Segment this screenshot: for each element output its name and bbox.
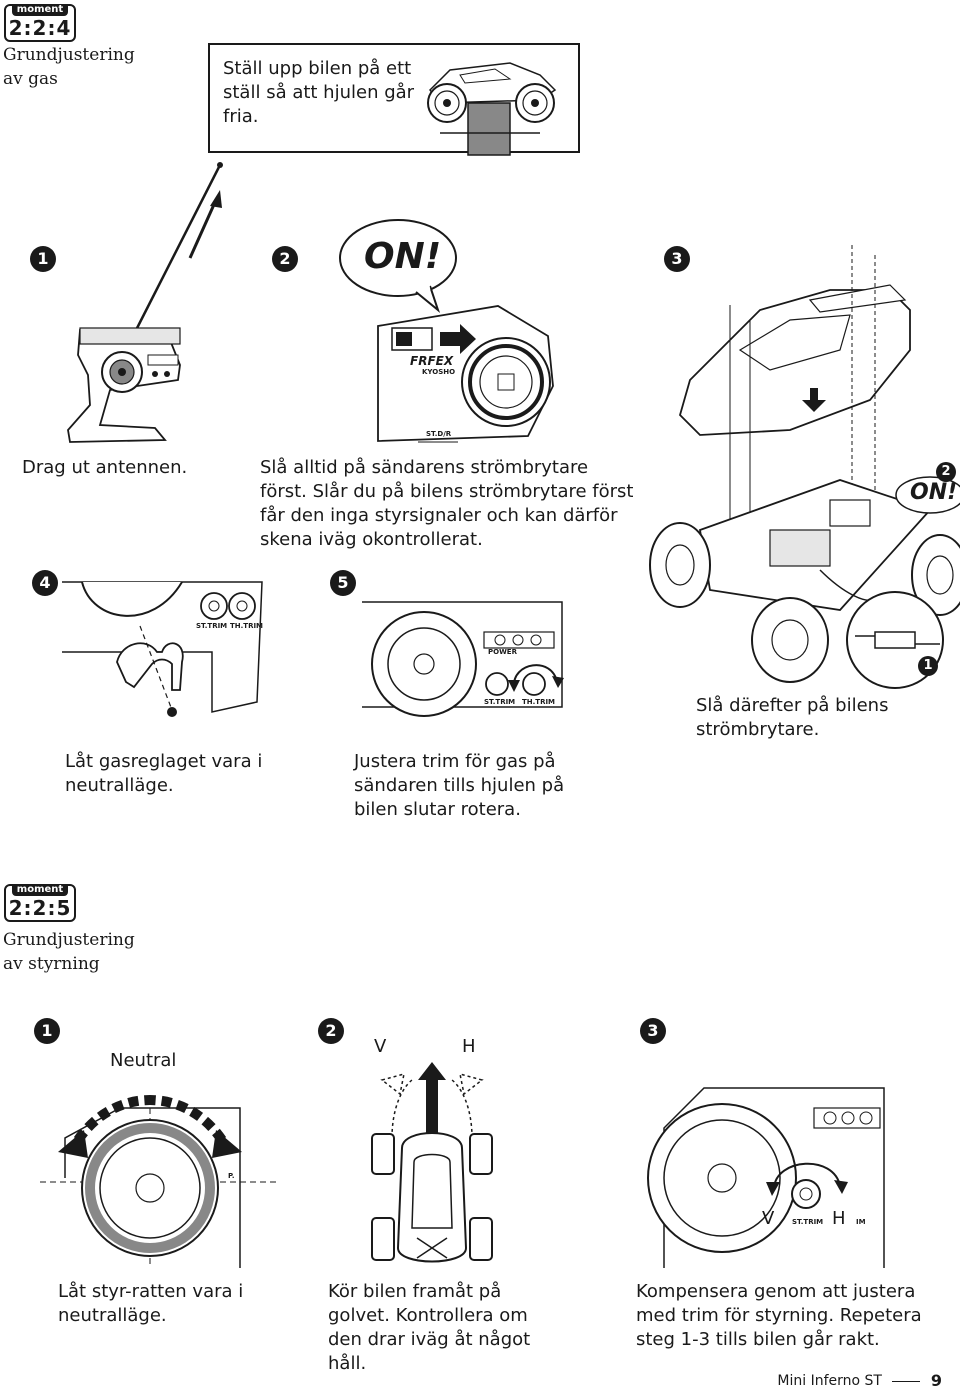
on-speech-bubble xyxy=(339,219,457,313)
steering-wheel-neutral-illustration xyxy=(40,1095,280,1268)
h-label-3: H xyxy=(832,1208,846,1229)
step-4-text: Låt gasreglaget vara i neutralläge. xyxy=(65,751,263,796)
st-dr-label: ST.D/R xyxy=(426,430,452,438)
car-drive-direction-illustration xyxy=(371,1062,493,1263)
step-1-marker: 1 xyxy=(30,246,56,272)
moment-badge-number: 2:2:4 xyxy=(8,16,72,40)
neutral-label: Neutral xyxy=(110,1050,177,1071)
moment-badge-label: moment xyxy=(12,4,68,16)
moment-badge: moment 2:2:4 xyxy=(4,4,76,42)
moment-badge-label-2: moment xyxy=(12,884,68,896)
s2-step-2-text: Kör bilen framåt på golvet. Kontrollera … xyxy=(328,1281,531,1374)
power-label: POWER xyxy=(488,648,517,656)
s2-step-1-marker: 1 xyxy=(34,1018,60,1044)
sub-marker-2: 2 xyxy=(936,462,956,482)
th-trim-label-4: TH.TRIM xyxy=(230,622,264,630)
footer-product: Mini Inferno ST xyxy=(777,1373,882,1389)
v-label-2: V xyxy=(374,1036,387,1057)
footer-page-number: 9 xyxy=(930,1371,942,1390)
section-title: Grundjustering av gas xyxy=(3,45,135,89)
h-label-2: H xyxy=(462,1036,476,1057)
step-5-text: Justera trim för gas på sändaren tills h… xyxy=(354,751,565,820)
step-3-marker: 3 xyxy=(664,246,690,272)
page-footer: Mini Inferno ST 9 xyxy=(777,1366,942,1396)
section-title-2: Grundjustering av styrning xyxy=(3,930,135,974)
im-label-s2: IM xyxy=(856,1218,866,1226)
st-trim-label-5: ST.TRIM xyxy=(484,698,516,706)
step-5-marker: 5 xyxy=(330,570,356,596)
steering-trim-illustration xyxy=(647,1087,885,1268)
st-trim-label-s2: ST.TRIM xyxy=(792,1218,824,1226)
intro-box: Ställ upp bilen på ett ställ så att hjul… xyxy=(208,43,580,156)
throttle-trim-illustration xyxy=(362,601,564,717)
brand-frfex: FRFEX xyxy=(410,354,454,368)
transmitter-power-switch-illustration xyxy=(377,305,554,443)
step-2-marker: 2 xyxy=(272,246,298,272)
p-label: P. xyxy=(228,1172,235,1180)
transmitter-antenna-illustration xyxy=(67,162,223,443)
on-callout-text: ON! xyxy=(364,236,442,277)
s2-step-3-marker: 3 xyxy=(640,1018,666,1044)
s2-step-1-text: Låt styr-ratten vara i neutralläge. xyxy=(58,1281,244,1326)
s2-step-2-marker: 2 xyxy=(318,1018,344,1044)
step-4-marker: 4 xyxy=(32,570,58,596)
step-1-text: Drag ut antennen. xyxy=(22,457,188,478)
s2-step-3-text: Kompensera genom att justera med trim fö… xyxy=(636,1281,922,1350)
car-chassis-illustration xyxy=(649,245,960,689)
step-2-text: Slå alltid på sändarens strömbrytare för… xyxy=(260,457,634,550)
throttle-trigger-illustration xyxy=(62,581,263,717)
footer-rule xyxy=(892,1380,921,1382)
car-on-callout-text: ON! xyxy=(910,480,958,505)
v-label-3: V xyxy=(762,1208,775,1229)
car-on-stand-illustration xyxy=(427,62,557,156)
sub-marker-1: 1 xyxy=(918,656,938,676)
th-trim-label-5: TH.TRIM xyxy=(522,698,556,706)
brand-kyosho: KYOSHO xyxy=(422,368,456,376)
intro-text: Ställ upp bilen på ett ställ så att hjul… xyxy=(223,58,415,127)
st-trim-label-4: ST.TRIM xyxy=(196,622,228,630)
moment-badge-2: moment 2:2:5 xyxy=(4,884,76,922)
step-3-text: Slå därefter på bilens strömbrytare. xyxy=(696,695,889,740)
moment-badge-number-2: 2:2:5 xyxy=(8,896,72,920)
